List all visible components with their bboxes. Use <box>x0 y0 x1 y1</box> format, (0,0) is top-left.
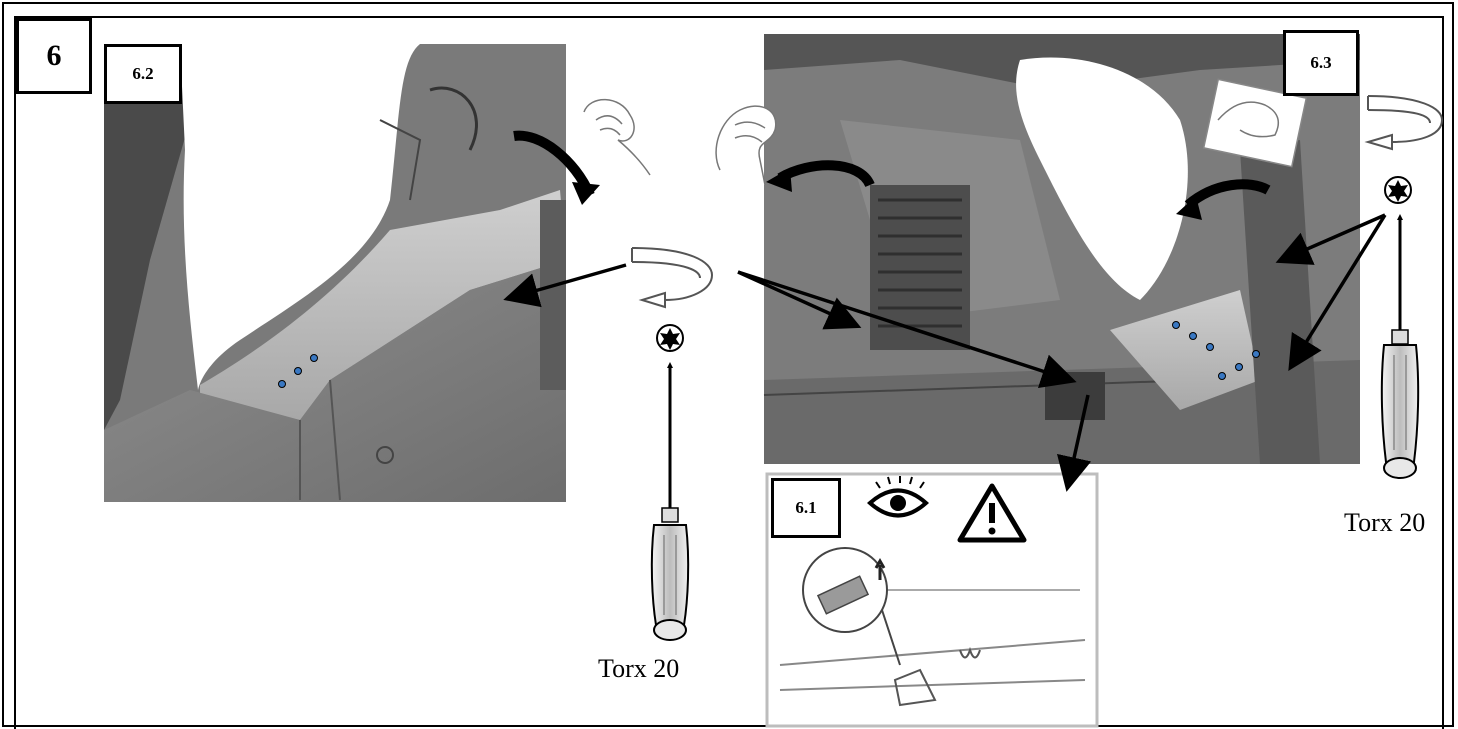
substep-label-6-1: 6.1 <box>771 478 841 538</box>
rotate-arrow-icon-right <box>1364 95 1444 151</box>
screwdriver-icon-left <box>650 362 690 641</box>
hand-pull-icon-right <box>1202 78 1308 168</box>
eye-icon <box>866 476 930 518</box>
callout-arrows <box>503 213 1387 492</box>
warning-icon <box>957 483 1027 543</box>
image-6-2 <box>104 44 566 502</box>
substep-label-6-3: 6.3 <box>1283 30 1359 96</box>
screwdriver-icon-right <box>1380 214 1420 479</box>
tool-label-right: Torx 20 <box>1344 508 1426 537</box>
torx-bit-icon-right <box>1384 176 1412 204</box>
substep-label-6-2: 6.2 <box>104 44 182 104</box>
hand-pull-icon-center <box>715 105 777 186</box>
tool-label-left: Torx 20 <box>598 654 680 683</box>
image-6-3 <box>763 34 1360 464</box>
inner-frame <box>14 16 1444 729</box>
rotate-arrow-icon-left <box>631 247 714 309</box>
hand-pull-icon-left <box>583 98 651 176</box>
torx-bit-icon-left <box>656 324 684 352</box>
step-number: 6 <box>16 18 92 94</box>
